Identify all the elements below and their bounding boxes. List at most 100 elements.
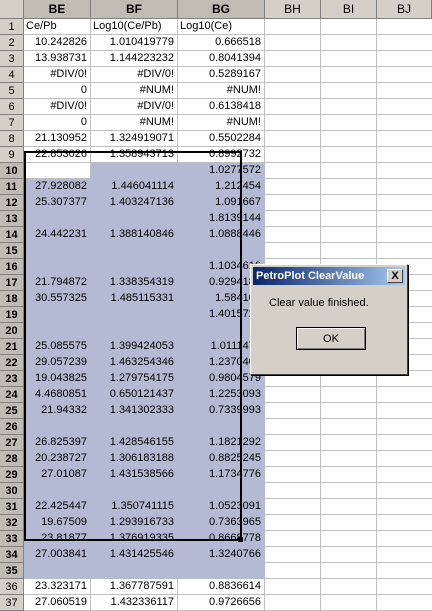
cell-bf[interactable]: 0.650121437	[91, 387, 178, 403]
cell-bg[interactable]: #NUM!	[178, 83, 265, 99]
cell-bj[interactable]	[377, 499, 432, 515]
cell-bi[interactable]	[321, 179, 377, 195]
cell-bg[interactable]: 1.212454	[178, 179, 265, 195]
cell-bh[interactable]	[265, 387, 321, 403]
cell-bj[interactable]	[377, 467, 432, 483]
cell-be[interactable]: 24.442231	[24, 227, 91, 243]
cell-bh[interactable]	[265, 467, 321, 483]
cell-bi[interactable]	[321, 243, 377, 259]
row-header[interactable]: 30	[0, 483, 24, 499]
cell-bg[interactable]: 1.1821292	[178, 435, 265, 451]
cell-bg[interactable]: 0.5289167	[178, 67, 265, 83]
cell-bh[interactable]	[265, 371, 321, 387]
cell-bj[interactable]	[377, 435, 432, 451]
cell-bh[interactable]	[265, 115, 321, 131]
cell-bg[interactable]: 1.091667	[178, 195, 265, 211]
cell-bh[interactable]	[265, 67, 321, 83]
row-header[interactable]: 4	[0, 67, 24, 83]
row-header[interactable]: 13	[0, 211, 24, 227]
cell-bj[interactable]	[377, 547, 432, 563]
column-header-bi[interactable]: BI	[321, 0, 377, 19]
cell-bh[interactable]	[265, 435, 321, 451]
close-button[interactable]: X	[387, 269, 403, 283]
cell-bf[interactable]: 1.338354319	[91, 275, 178, 291]
cell-bj[interactable]	[377, 115, 432, 131]
cell-bj[interactable]	[377, 35, 432, 51]
cell-bi[interactable]	[321, 35, 377, 51]
cell-be[interactable]: 22.853026	[24, 147, 91, 163]
row-header[interactable]: 37	[0, 595, 24, 611]
cell-bi[interactable]	[321, 499, 377, 515]
cell-bg[interactable]	[178, 243, 265, 259]
cell-be[interactable]: 10.242826	[24, 35, 91, 51]
select-all-corner[interactable]	[0, 0, 24, 19]
cell-bg[interactable]: 0.8041394	[178, 51, 265, 67]
cell-bj[interactable]	[377, 211, 432, 227]
cell-bh[interactable]	[265, 131, 321, 147]
cell-bf[interactable]: 1.431538566	[91, 467, 178, 483]
row-header[interactable]: 16	[0, 259, 24, 275]
cell-bh[interactable]	[265, 483, 321, 499]
cell-bg[interactable]: 1.2253093	[178, 387, 265, 403]
row-header[interactable]: 35	[0, 563, 24, 579]
cell-bi[interactable]	[321, 371, 377, 387]
cell-bj[interactable]	[377, 51, 432, 67]
row-header[interactable]: 15	[0, 243, 24, 259]
cell-bf[interactable]	[91, 259, 178, 275]
cell-bf[interactable]	[91, 243, 178, 259]
row-header[interactable]: 2	[0, 35, 24, 51]
row-header[interactable]: 11	[0, 179, 24, 195]
row-header[interactable]: 7	[0, 115, 24, 131]
cell-be[interactable]: #DIV/0!	[24, 67, 91, 83]
cell-bg[interactable]: 0.8836614	[178, 579, 265, 595]
cell-bf[interactable]	[91, 211, 178, 227]
cell-bh[interactable]	[265, 163, 321, 179]
row-header[interactable]: 21	[0, 339, 24, 355]
cell-bh[interactable]	[265, 579, 321, 595]
cell-bh[interactable]	[265, 419, 321, 435]
row-header[interactable]: 14	[0, 227, 24, 243]
cell-be[interactable]: 27.01087	[24, 467, 91, 483]
cell-bi[interactable]	[321, 99, 377, 115]
cell-bh[interactable]	[265, 99, 321, 115]
dialog-titlebar[interactable]: PetroPlot ClearValue X	[253, 267, 405, 285]
cell-bf[interactable]: #NUM!	[91, 115, 178, 131]
cell-be[interactable]: 21.94332	[24, 403, 91, 419]
cell-bj[interactable]	[377, 387, 432, 403]
cell-bj[interactable]	[377, 563, 432, 579]
cell-bj[interactable]	[377, 163, 432, 179]
cell-bh[interactable]	[265, 515, 321, 531]
cell-bi[interactable]	[321, 547, 377, 563]
cell-bi[interactable]	[321, 467, 377, 483]
cell-be[interactable]: 27.060519	[24, 595, 91, 611]
cell-bf[interactable]: 1.358943713	[91, 147, 178, 163]
row-header[interactable]: 24	[0, 387, 24, 403]
cell-bg[interactable]: 0.7339993	[178, 403, 265, 419]
cell-bf[interactable]: 1.144223232	[91, 51, 178, 67]
cell-bf[interactable]: 1.485115331	[91, 291, 178, 307]
cell-bj[interactable]	[377, 243, 432, 259]
cell-bg[interactable]: #NUM!	[178, 115, 265, 131]
row-header[interactable]: 10	[0, 163, 24, 179]
cell-bj[interactable]	[377, 147, 432, 163]
row-header[interactable]: 26	[0, 419, 24, 435]
cell-be[interactable]: 20.238727	[24, 451, 91, 467]
cell-bf[interactable]: 1.463254346	[91, 355, 178, 371]
cell-bh[interactable]	[265, 195, 321, 211]
cell-bg[interactable]: 1.1734776	[178, 467, 265, 483]
cell-bj[interactable]	[377, 179, 432, 195]
cell-bj[interactable]	[377, 579, 432, 595]
column-header-be[interactable]: BE	[24, 0, 91, 19]
cell-bg[interactable]: Log10(Ce)	[178, 19, 265, 35]
cell-be[interactable]: 19.67509	[24, 515, 91, 531]
cell-bj[interactable]	[377, 83, 432, 99]
ok-button[interactable]: OK	[296, 327, 366, 350]
row-header[interactable]: 34	[0, 547, 24, 563]
cell-be[interactable]	[24, 323, 91, 339]
cell-be[interactable]: 23.81877	[24, 531, 91, 547]
cell-bf[interactable]: 1.306183188	[91, 451, 178, 467]
cell-bi[interactable]	[321, 515, 377, 531]
cell-bj[interactable]	[377, 595, 432, 611]
cell-bg[interactable]: 0.8825245	[178, 451, 265, 467]
cell-bi[interactable]	[321, 83, 377, 99]
